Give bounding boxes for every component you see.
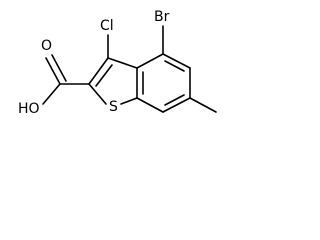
substituent-bonds [42, 25, 217, 113]
thiophene-ring [88, 57, 138, 105]
bond-c5-c5-inner [164, 60, 185, 72]
bond-c3-c2 [88, 57, 109, 85]
bond-c2-s1 [88, 83, 107, 105]
bromine-label: Br [154, 9, 170, 25]
bond-c4-c5 [162, 53, 191, 69]
chlorine-label: Cl [100, 18, 114, 34]
bond-carboxyl-o-double-b [51, 54, 67, 82]
benzene-ring [136, 53, 191, 113]
bond-c6-c7 [162, 97, 191, 113]
carbonyl-oxygen-label: O [41, 38, 52, 54]
bond-c7-c7a [136, 97, 164, 113]
bond-carboxyl-oh [42, 83, 61, 105]
sulfur-label: S [109, 99, 118, 115]
bond-c6-c7-inner [164, 94, 185, 106]
bond-c3a-c4 [136, 53, 164, 69]
bond-carboxyl-o-double-a [45, 57, 61, 85]
bond-s1-c7a [120, 97, 138, 105]
bond-c6-methyl [189, 97, 217, 113]
bond-c3a-c3 [107, 57, 138, 69]
hydroxyl-label: HO [18, 101, 40, 117]
structure-diagram: Br Cl S HO O [18, 9, 217, 117]
bond-c3-c2-inner [95, 64, 113, 87]
